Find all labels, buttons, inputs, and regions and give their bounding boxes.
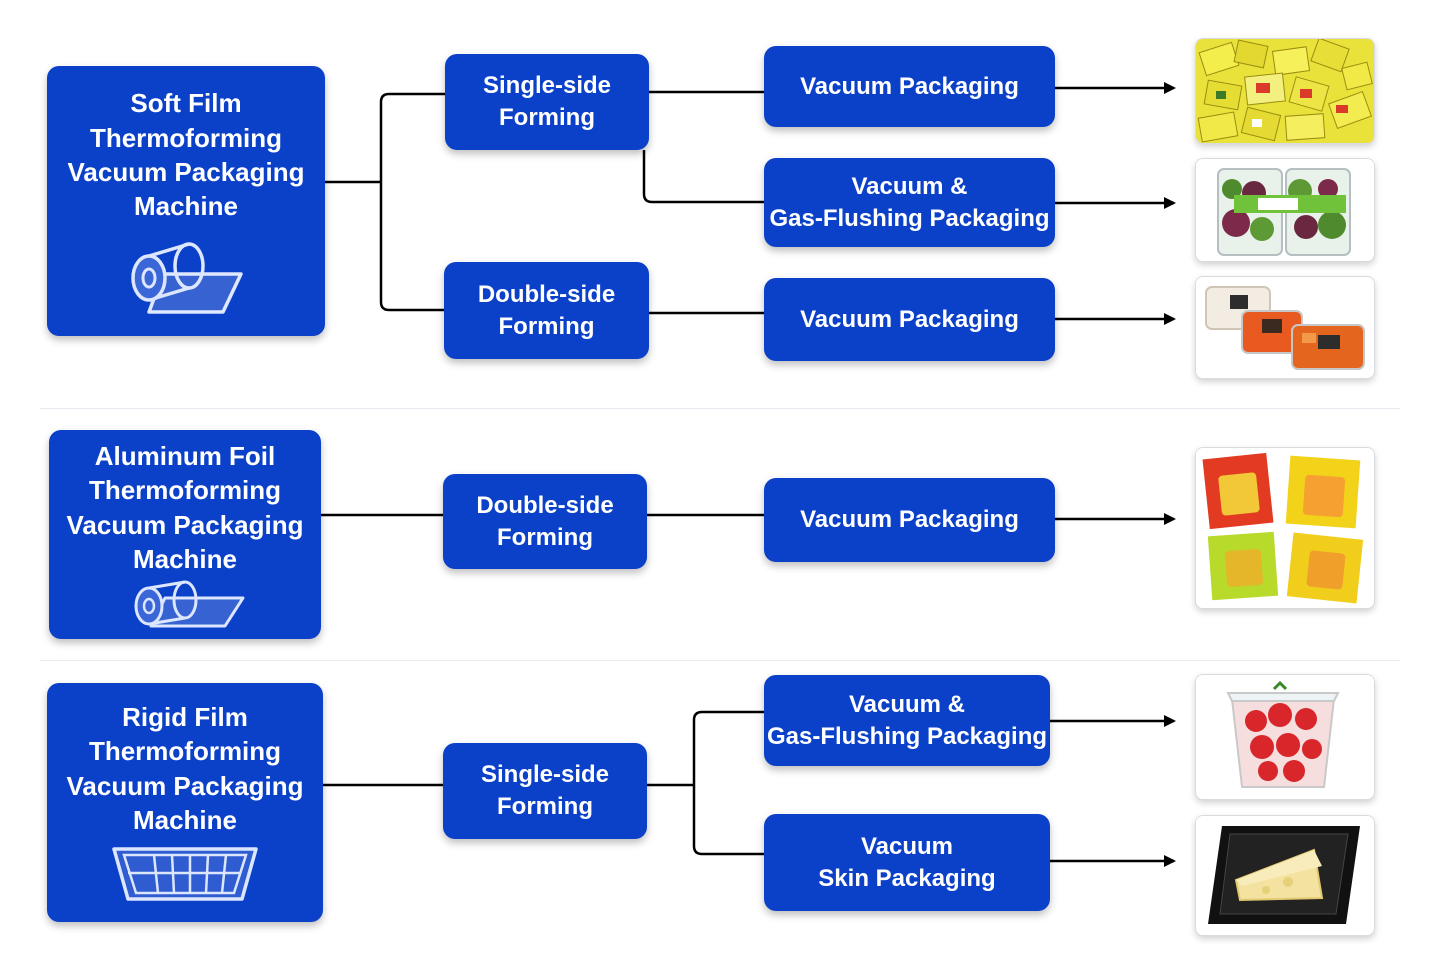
- packaging-label: Vacuum & Gas-Flushing Packaging: [766, 690, 1048, 750]
- product-photo: [1195, 158, 1375, 262]
- forming-single-side[interactable]: Single-side Forming: [443, 743, 647, 839]
- packaging-label: Vacuum Packaging: [800, 72, 1019, 100]
- forming-label: Single-side Forming: [482, 72, 612, 131]
- product-photo: [1195, 276, 1375, 379]
- product-photo: [1195, 38, 1375, 144]
- forming-double-side[interactable]: Double-side Forming: [444, 262, 649, 359]
- machine-rigid-film[interactable]: Rigid Film Thermoforming Vacuum Packagin…: [47, 683, 323, 922]
- connector-machine1-forming: [325, 92, 445, 312]
- product-photo: [1195, 674, 1375, 800]
- machine-soft-film[interactable]: Soft Film Thermoforming Vacuum Packaging…: [47, 66, 325, 336]
- forming-label: Double-side Forming: [476, 491, 614, 551]
- film-roll-icon: [131, 241, 243, 314]
- packaging-vacuum[interactable]: Vacuum Packaging: [764, 478, 1055, 562]
- forming-single-side[interactable]: Single-side Forming: [445, 54, 649, 150]
- packaging-label: Vacuum Packaging: [800, 506, 1019, 534]
- packaging-vacuum-gas-flushing[interactable]: Vacuum & Gas-Flushing Packaging: [764, 158, 1055, 247]
- machine-label: Rigid Film Thermoforming Vacuum Packagin…: [66, 701, 304, 835]
- section-divider: [40, 660, 1400, 661]
- film-roll-icon: [134, 580, 245, 628]
- cheese-skin-pack-image: [1196, 816, 1374, 935]
- packaging-vacuum[interactable]: Vacuum Packaging: [764, 278, 1055, 361]
- machine-label: Aluminum Foil Thermoforming Vacuum Packa…: [66, 440, 304, 574]
- forming-label: Double-side Forming: [477, 280, 616, 340]
- packaging-vacuum[interactable]: Vacuum Packaging: [764, 46, 1055, 127]
- packaging-label: Vacuum & Gas-Flushing Packaging: [769, 172, 1050, 232]
- product-photo: [1195, 447, 1375, 609]
- forming-double-side[interactable]: Double-side Forming: [443, 474, 647, 569]
- packaging-label: Vacuum Skin Packaging: [818, 832, 996, 892]
- product-photo: [1195, 815, 1375, 936]
- machine-aluminum-foil[interactable]: Aluminum Foil Thermoforming Vacuum Packa…: [49, 430, 321, 639]
- connector-forming4-results: [647, 710, 764, 856]
- machine-label: Soft Film Thermoforming Vacuum Packaging…: [67, 88, 305, 222]
- tray-icon: [112, 847, 258, 901]
- packaging-vacuum-gas-flushing[interactable]: Vacuum & Gas-Flushing Packaging: [764, 675, 1050, 766]
- meal-trays-image: [1196, 277, 1374, 378]
- salad-tray-image: [1196, 159, 1374, 261]
- foil-pouches-image: [1196, 448, 1374, 608]
- forming-label: Single-side Forming: [480, 761, 610, 820]
- packaging-label: Vacuum Packaging: [800, 305, 1019, 333]
- section-divider: [40, 408, 1400, 409]
- packaging-vacuum-skin[interactable]: Vacuum Skin Packaging: [764, 814, 1050, 911]
- sauce-sachets-image: [1196, 39, 1374, 143]
- connector-forming1-gasflush: [642, 150, 764, 204]
- strawberry-box-image: [1196, 675, 1374, 799]
